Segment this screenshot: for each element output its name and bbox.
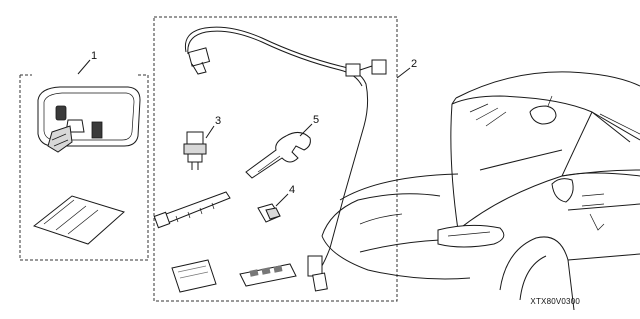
harness-connector-c: [371, 59, 387, 75]
leader-line-3: [205, 125, 215, 139]
part-5-wrench: [245, 132, 311, 179]
diagram-code: XTX80V0300: [530, 297, 580, 306]
harness-connector-b: [345, 63, 361, 77]
rearview-mirror: [37, 86, 141, 153]
part-4-clip: [257, 203, 281, 223]
part-3-clip: [183, 131, 207, 170]
callout-2: 2: [411, 58, 417, 70]
adhesive-pad: [171, 259, 217, 293]
callout-5: 5: [313, 114, 319, 126]
label-strip: [239, 263, 297, 287]
group-1-box: [19, 74, 149, 261]
harness-connector-d: [307, 255, 323, 277]
callout-3: 3: [215, 115, 221, 127]
group-2-box: [153, 16, 398, 302]
callout-4: 4: [289, 184, 295, 196]
harness-connector-a: [187, 47, 211, 67]
car-mirror: [529, 105, 557, 125]
cable-tie: [153, 191, 231, 229]
wire-harness: [184, 26, 387, 292]
car-illustration: [321, 71, 640, 311]
mirror-connector: [91, 121, 103, 139]
leader-line-4: [275, 193, 289, 207]
car-side-mirror: [551, 178, 574, 203]
leader-line-1: [77, 59, 91, 75]
callout-1: 1: [91, 50, 97, 62]
instruction-sheet: [32, 195, 125, 245]
leader-line-5: [299, 123, 313, 137]
harness-connector-e: [312, 272, 328, 292]
car-headlight: [437, 224, 505, 248]
sensor-window: [55, 105, 67, 121]
leader-line-2: [396, 67, 411, 79]
